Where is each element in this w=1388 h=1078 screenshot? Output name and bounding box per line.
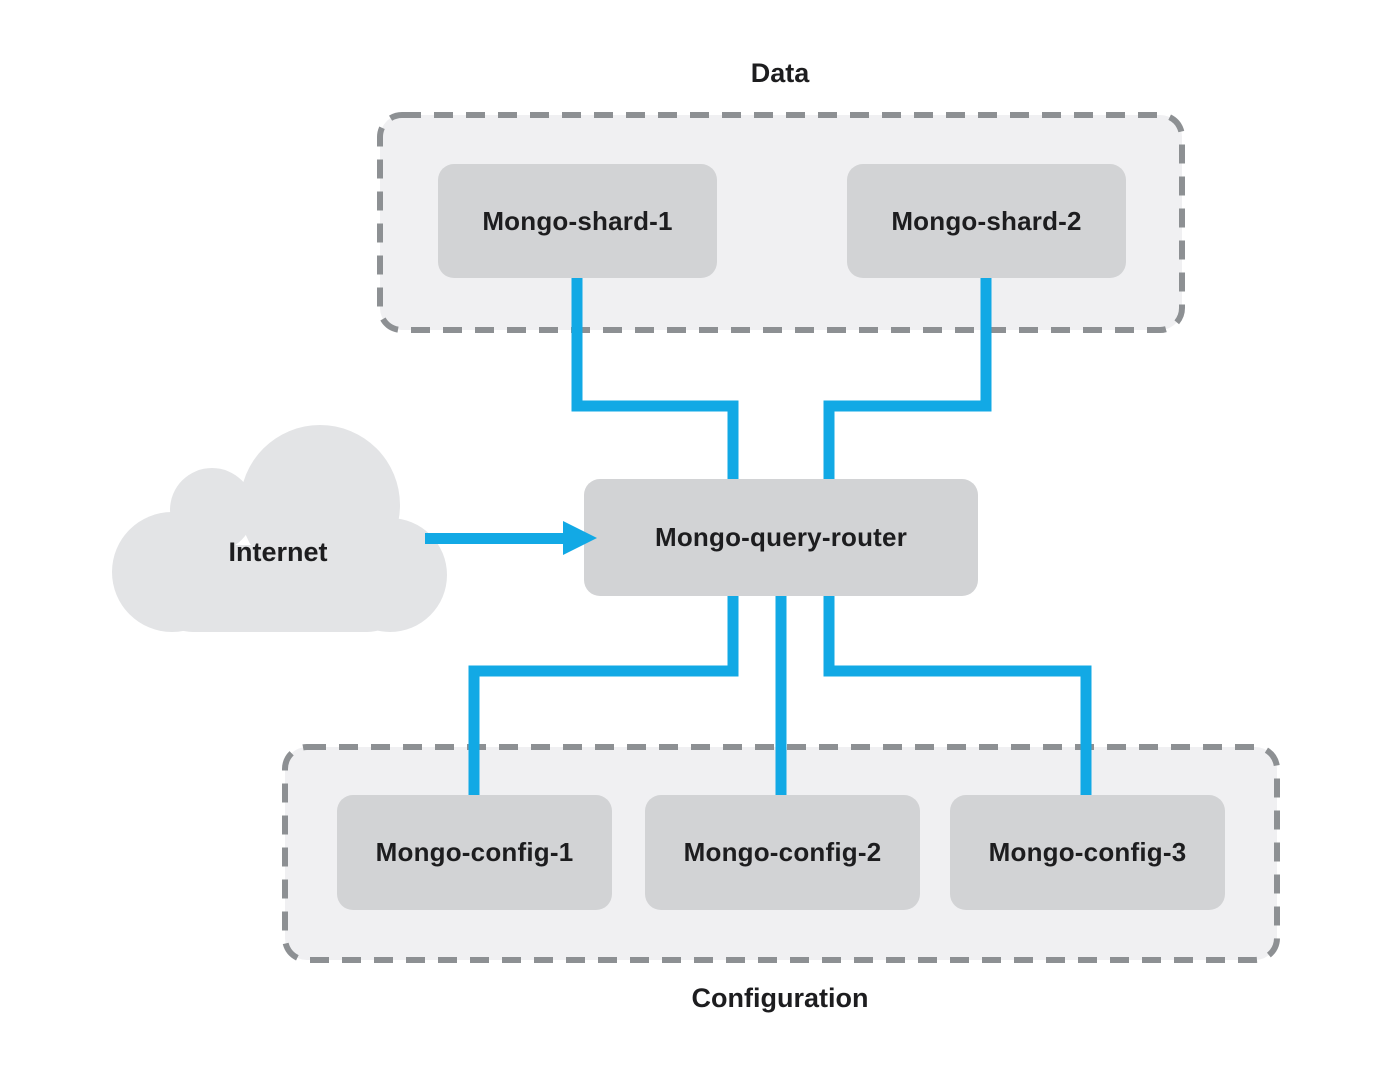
node-mongo-config-2: Mongo-config-2 (645, 795, 920, 910)
connectors (468, 278, 1092, 796)
node-mongo-shard-1-label: Mongo-shard-1 (482, 205, 673, 236)
node-mongo-shard-1: Mongo-shard-1 (438, 164, 717, 278)
node-mongo-query-router: Mongo-query-router (584, 479, 978, 596)
node-mongo-shard-2: Mongo-shard-2 (847, 164, 1126, 278)
node-mongo-config-2-label: Mongo-config-2 (683, 837, 882, 867)
internet-cloud-icon (112, 425, 447, 632)
arrow-shaft (425, 533, 566, 544)
node-mongo-config-1-label: Mongo-config-1 (375, 837, 574, 867)
connector-router-config3 (823, 595, 1092, 796)
connector-shard2-router (823, 278, 992, 480)
connector-shard1-router (571, 278, 739, 480)
node-mongo-config-1: Mongo-config-1 (337, 795, 612, 910)
connector-router-config1 (468, 595, 739, 796)
node-mongo-query-router-label: Mongo-query-router (654, 522, 908, 552)
node-mongo-config-3: Mongo-config-3 (950, 795, 1225, 910)
data-group-label: Data (750, 58, 810, 88)
node-mongo-config-3-label: Mongo-config-3 (988, 837, 1187, 867)
internet-label: Internet (228, 537, 328, 567)
config-group-label: Configuration (691, 983, 869, 1013)
node-mongo-shard-2-label: Mongo-shard-2 (891, 205, 1082, 236)
arrow-head (563, 521, 597, 555)
